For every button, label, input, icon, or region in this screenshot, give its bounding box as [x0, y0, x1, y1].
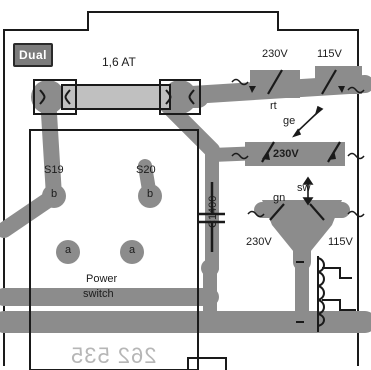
fuse-clip-left: [33, 79, 77, 115]
power-switch-outline: [29, 129, 199, 370]
label-sw: sw: [297, 182, 311, 194]
bottom-notch: [187, 357, 227, 370]
pin-a-right-label: a: [129, 244, 136, 256]
transformer-winding: [296, 256, 356, 332]
pin-s20-label: S20: [136, 164, 156, 176]
board-outline: [3, 11, 359, 366]
pin-b-left-label: b: [51, 188, 58, 200]
capacitor-label: C1400: [207, 195, 219, 228]
fuse-rating-label: 1,6 AT: [102, 55, 136, 69]
part-number-mirrored: 262 535: [70, 343, 157, 368]
selector-contacts: [261, 69, 341, 221]
pin-b-left: [42, 184, 66, 208]
pin-b-right-label: b: [147, 188, 154, 200]
label-230-middle: 230V: [273, 148, 299, 160]
pin-b-right: [138, 184, 162, 208]
pin-a-left: [56, 240, 80, 264]
voltage-230-bottom-label: 230V: [246, 236, 272, 248]
voltage-115-top-label: 115V: [317, 48, 342, 60]
dual-logo: Dual: [13, 43, 53, 67]
capacitor-pad: [201, 259, 219, 277]
voltage-230-top-label: 230V: [262, 48, 288, 60]
fuse-body: [61, 84, 171, 110]
label-rt: rt: [270, 100, 277, 112]
label-gn: gn: [273, 192, 286, 204]
power-switch-label-line2: switch: [83, 288, 114, 300]
pin-a-right: [120, 240, 144, 264]
label-ge: ge: [283, 115, 296, 127]
capacitor-symbol: [199, 182, 225, 252]
fuse-clip-marks: [39, 89, 195, 105]
fuse-clip-right: [159, 79, 201, 115]
tilde-marks: [231, 78, 365, 218]
voltage-115-bottom-label: 115V: [328, 236, 353, 248]
pin-s19-label: S19: [44, 164, 64, 176]
power-switch-label-line1: Power: [86, 273, 118, 285]
selector-arrows: [292, 105, 324, 206]
pin-a-left-label: a: [65, 244, 72, 256]
